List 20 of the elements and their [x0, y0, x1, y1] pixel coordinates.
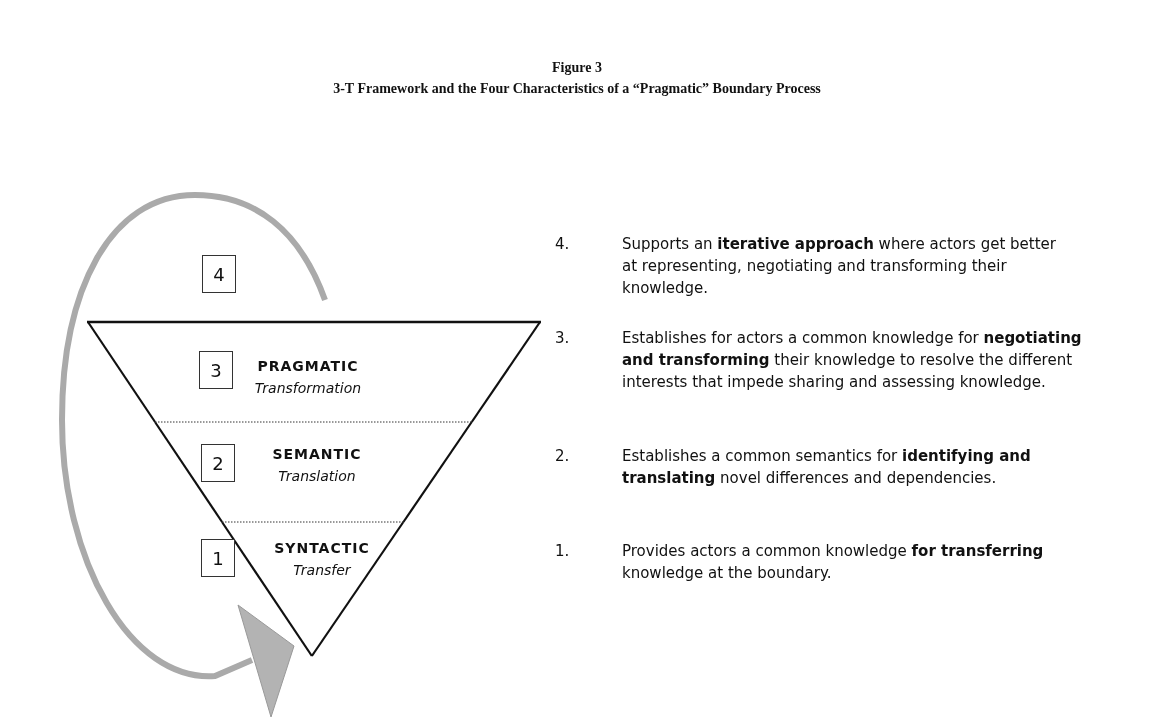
band-subtitle: Transformation — [254, 380, 362, 396]
list-number: 4. — [555, 234, 571, 255]
band-subtitle: Transfer — [293, 562, 351, 578]
band-heading: SYNTACTIC — [274, 540, 370, 556]
figure-title: Figure 3 — [551, 60, 603, 76]
list-number: 1. — [555, 541, 571, 562]
list-item-text: Establishes a common semantics for identifying and translating novel differences and dependencies. — [622, 446, 1032, 489]
list-item-text: Supports an iterative approach where actors get better at representing, negotiating and transforming their knowledge. — [622, 234, 1057, 299]
band-heading: PRAGMATIC — [257, 358, 359, 374]
number-box: 1 — [201, 539, 235, 577]
list-number: 3. — [555, 328, 571, 349]
list-number: 2. — [555, 446, 571, 467]
number-box: 4 — [202, 255, 236, 293]
list-item-text: Establishes for actors a common knowledge for negotiating and transforming their knowledge to resolve the different interests that impede sharing and assessing knowledge. — [622, 328, 1083, 393]
number-box: 2 — [201, 444, 236, 482]
subtitle: 3-T Framework and the Four Characteristics of a “Pragmatic” Boundary Process — [333, 80, 821, 98]
band-subtitle: Translation — [278, 468, 356, 484]
list-item-text: Provides actors a common knowledge for transferring knowledge at the boundary. — [622, 541, 1045, 584]
number-box: 3 — [199, 351, 233, 389]
band-heading: SEMANTIC — [272, 446, 362, 462]
